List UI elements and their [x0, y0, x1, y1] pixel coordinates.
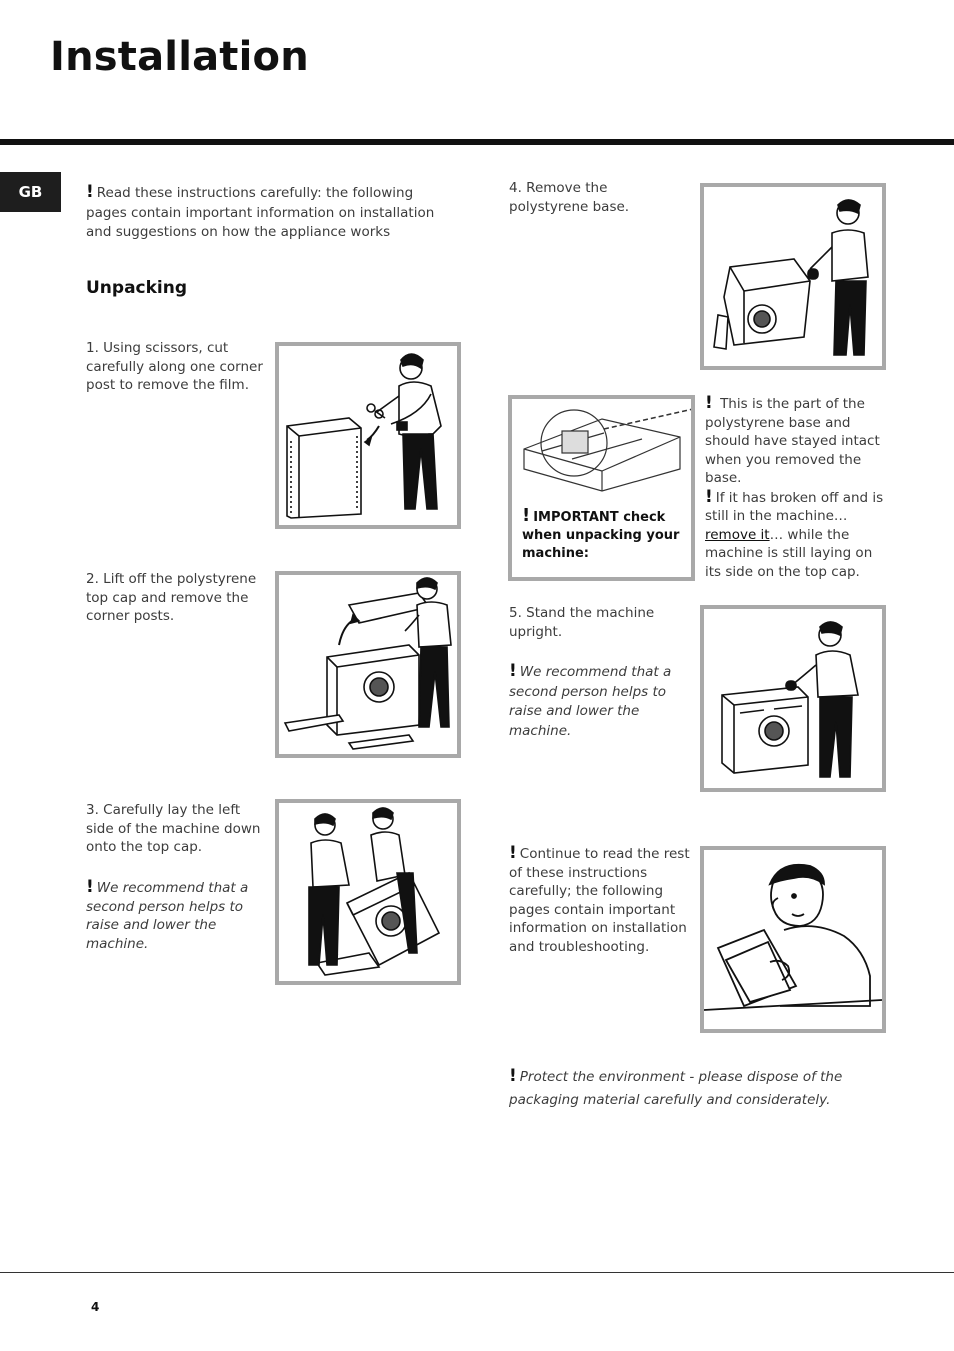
page-number: 4 [91, 1300, 100, 1314]
step-3-illustration [275, 799, 461, 985]
language-tab: GB [0, 172, 61, 212]
base-note: ! This is the part of the polystyrene ba… [705, 394, 885, 581]
step-5-illustration [700, 605, 886, 792]
step-5-text: 5. Stand the machine upright. [509, 605, 655, 640]
warning-mark: ! [509, 661, 517, 681]
base-note-text-3: … while the machine is still laying on i… [705, 526, 873, 580]
remove-it-emphasis: remove it [705, 526, 770, 543]
step-5-note-text: We recommend that a second person helps … [509, 664, 672, 739]
page-title: Installation [50, 34, 309, 80]
important-check-title: !IMPORTANT check when unpacking your mac… [522, 507, 687, 563]
warning-mark: ! [509, 1066, 517, 1086]
header-rule [0, 139, 954, 145]
reading-illustration [700, 846, 886, 1033]
continue-note-text: Continue to read the rest of these instr… [509, 846, 690, 955]
base-note-text-2: If it has broken off and is still in the… [705, 489, 884, 525]
step-4-illustration [700, 183, 886, 370]
environment-note: !Protect the environment - please dispos… [509, 1065, 869, 1112]
step-1-illustration [275, 342, 461, 529]
section-heading-unpacking: Unpacking [86, 278, 188, 298]
warning-mark: ! [86, 877, 94, 897]
step-5-note: !We recommend that a second person helps… [509, 661, 684, 741]
step-4-text: 4. Remove the polystyrene base. [509, 180, 630, 215]
environment-note-text: Protect the environment - please dispose… [509, 1069, 843, 1108]
footer-rule [0, 1272, 954, 1273]
important-check-box: !IMPORTANT check when unpacking your mac… [508, 395, 695, 581]
warning-mark: ! [509, 843, 517, 863]
important-check-text: IMPORTANT check when unpacking your mach… [522, 510, 680, 561]
step-1-text: 1. Using scissors, cut carefully along o… [86, 340, 263, 393]
step-2-illustration [275, 571, 461, 758]
base-note-text-1: This is the part of the polystyrene base… [705, 396, 880, 486]
step-3-text: 3. Carefully lay the left side of the ma… [86, 802, 261, 855]
intro-paragraph: !Read these instructions carefully: the … [86, 182, 446, 243]
warning-mark: ! [705, 393, 713, 413]
step-3-note-text: We recommend that a second person helps … [86, 880, 249, 952]
intro-text: Read these instructions carefully: the f… [86, 185, 435, 240]
step-2-text: 2. Lift off the polystyrene top cap and … [86, 571, 257, 624]
step-3-note: !We recommend that a second person helps… [86, 878, 276, 953]
warning-mark: ! [522, 505, 531, 526]
continue-note: !Continue to read the rest of these inst… [509, 844, 699, 956]
warning-mark: ! [705, 486, 713, 507]
warning-mark: ! [86, 182, 94, 202]
